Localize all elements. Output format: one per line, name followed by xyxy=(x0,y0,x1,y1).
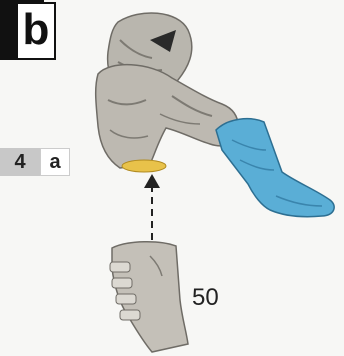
blue-boot xyxy=(216,119,334,217)
part-number-label: 50 xyxy=(192,284,219,312)
assembly-arrow xyxy=(144,174,160,240)
part-50-boot xyxy=(110,242,188,352)
figure-hip-leg xyxy=(96,65,239,168)
glue-point xyxy=(122,160,166,172)
